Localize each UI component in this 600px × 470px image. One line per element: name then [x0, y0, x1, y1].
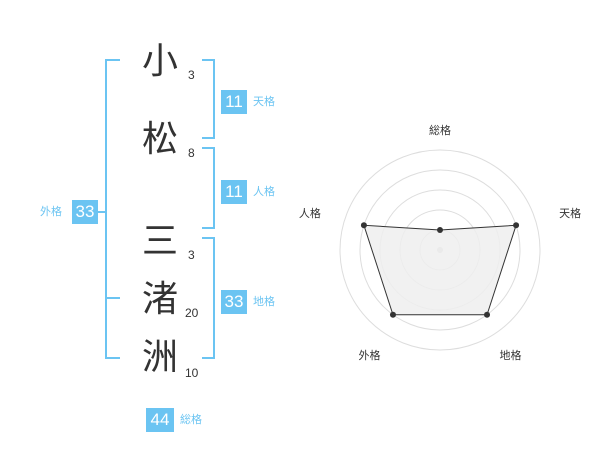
- jinkaku-label: 人格: [253, 185, 275, 198]
- gaikaku-label: 外格: [40, 205, 62, 218]
- stroke-count: 3: [188, 248, 195, 262]
- radar-axis-label: 外格: [358, 348, 380, 362]
- tenkaku-badge: 11: [221, 90, 247, 114]
- tenkaku-label: 天格: [253, 95, 275, 108]
- stroke-count: 10: [185, 366, 199, 380]
- radar-axis-label: 人格: [299, 206, 321, 220]
- radar-points: [360, 222, 520, 318]
- radar-point: [437, 227, 443, 233]
- radar-point: [513, 222, 520, 229]
- stroke-count: 8: [188, 146, 195, 160]
- radar-point: [484, 311, 491, 318]
- jinkaku-badge: 11: [221, 180, 247, 204]
- radar-ring: [359, 169, 521, 331]
- name-char: 三: [142, 221, 179, 262]
- radar-polygon: [363, 224, 517, 316]
- name-char: 松: [142, 119, 179, 160]
- name-char: 小: [142, 41, 179, 82]
- stroke-count: 3: [188, 68, 195, 82]
- soukaku-label: 総格: [180, 413, 202, 426]
- name-char: 渚: [142, 279, 179, 320]
- radar-point: [360, 222, 367, 229]
- radar-axis-label: 地格: [500, 348, 522, 362]
- gaikaku-badge: 33: [72, 200, 98, 224]
- name-char: 洲: [142, 337, 179, 378]
- chikaku-label: 地格: [253, 295, 275, 308]
- radar-axis-label: 総格: [429, 123, 451, 137]
- radar-point: [389, 311, 396, 318]
- stroke-count: 20: [185, 306, 199, 320]
- chikaku-badge: 33: [221, 290, 247, 314]
- radar-ring: [339, 149, 541, 351]
- soukaku-badge: 44: [146, 408, 174, 432]
- radar-axis-label: 天格: [559, 206, 581, 220]
